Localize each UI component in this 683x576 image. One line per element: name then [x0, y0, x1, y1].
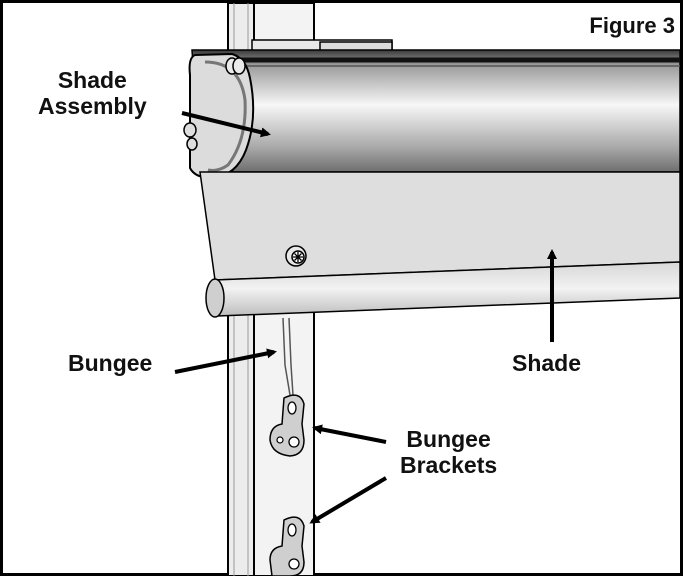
- label-shade-assembly-line2: Assembly: [38, 93, 147, 119]
- bungee-cord: [282, 317, 294, 396]
- bungee-bracket-lower: [269, 516, 305, 576]
- label-bungee-brackets-line1: Bungee: [406, 426, 491, 452]
- shade-fabric: [199, 171, 681, 318]
- label-shade-assembly: Shade Assembly: [38, 67, 147, 119]
- shade-assembly-housing: [191, 49, 681, 173]
- label-bungee-brackets: Bungee Brackets: [400, 426, 497, 478]
- label-shade-assembly-line1: Shade: [57, 67, 127, 93]
- label-bungee-brackets-line2: Brackets: [400, 452, 498, 478]
- end-cap: [183, 52, 255, 180]
- arrow-bungee-bracket-upper: [312, 424, 387, 444]
- arrow-bungee-bracket-lower: [309, 476, 388, 524]
- label-shade: Shade: [512, 350, 582, 376]
- arrow-bungee: [174, 348, 277, 374]
- screw: [285, 245, 307, 267]
- callout-arrows: [174, 111, 557, 524]
- label-bungee: Bungee: [68, 350, 153, 376]
- figure-label: Figure 3: [589, 13, 675, 38]
- arrow-shade-assembly: [181, 111, 271, 138]
- bungee-bracket-upper: [269, 394, 305, 457]
